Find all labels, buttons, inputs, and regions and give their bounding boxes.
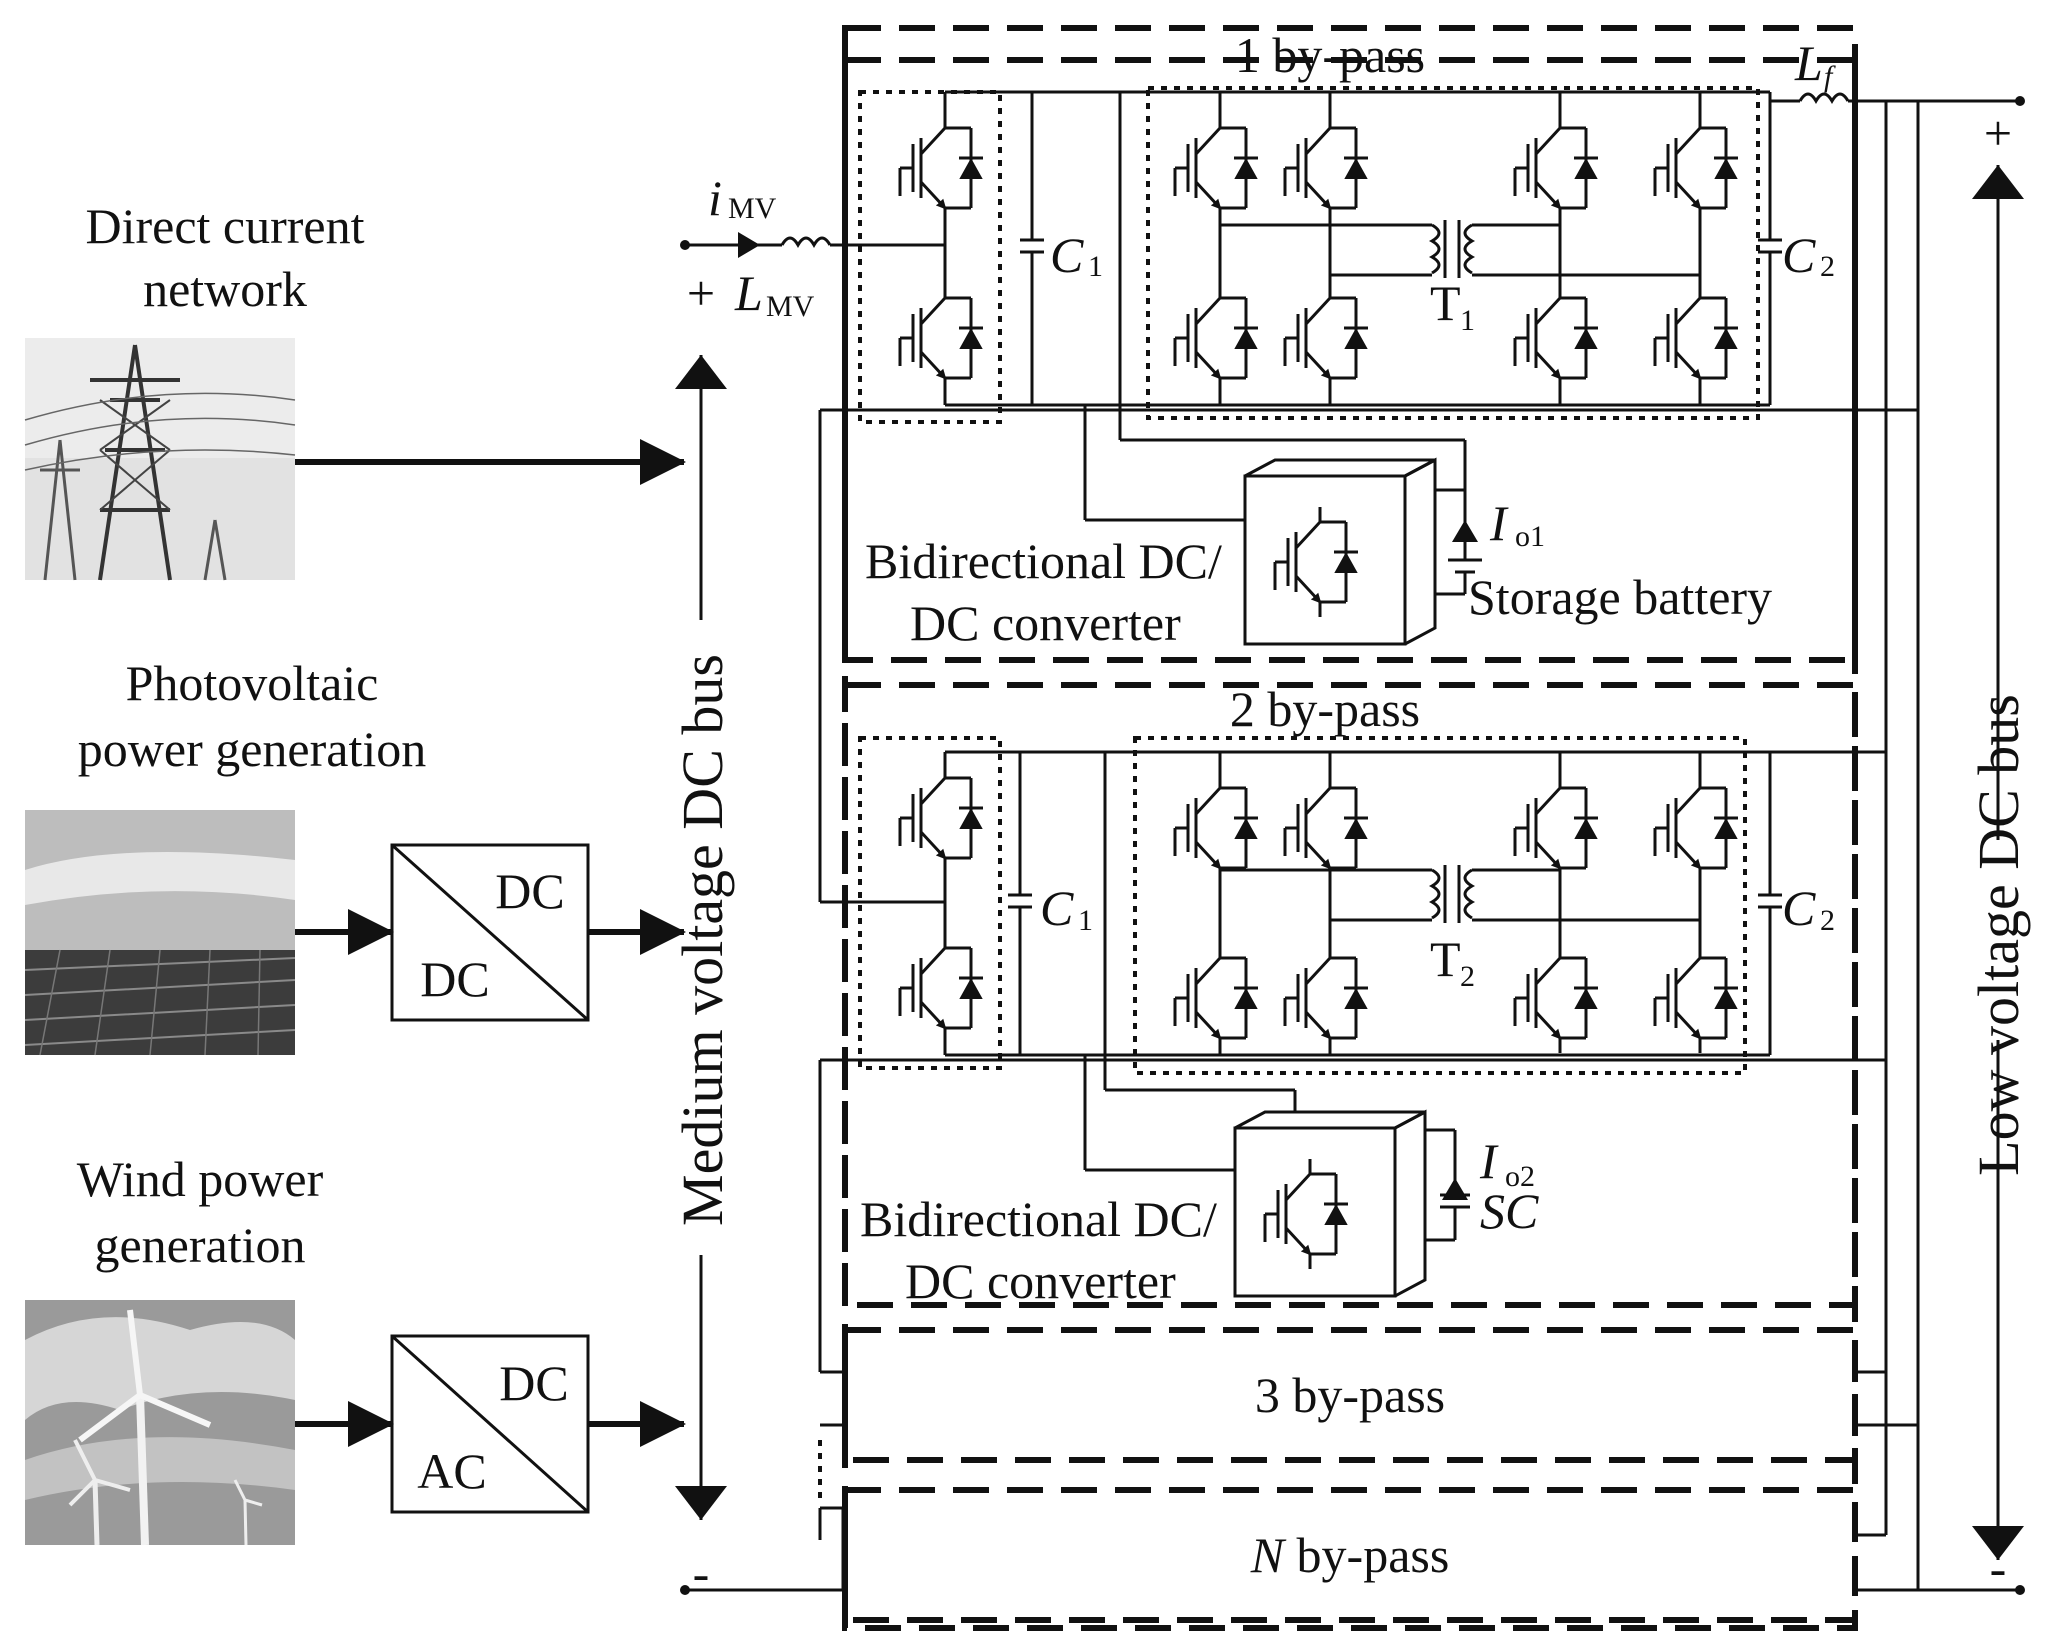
module-n: N by-pass — [818, 1487, 1886, 1623]
module-n-title-n: N — [1250, 1527, 1287, 1583]
pv-label-2: power generation — [78, 721, 426, 777]
mv-plus: + — [687, 265, 715, 321]
pv-panel-photo — [24, 810, 296, 1056]
pv-label-1: Photovoltaic — [126, 655, 379, 711]
l-mv-sub: MV — [766, 290, 815, 323]
m2-c1: C — [1040, 880, 1074, 936]
pv-conv-top: DC — [495, 863, 564, 919]
l-mv-symbol: L — [734, 265, 763, 321]
medium-voltage-bus: Medium voltage DC bus + - — [670, 265, 735, 1601]
wind-conv-top: DC — [499, 1355, 568, 1411]
m1-c2-sub: 2 — [1820, 250, 1835, 283]
module-1-frame — [842, 57, 1858, 663]
module-3: 3 by-pass — [818, 1327, 1918, 1500]
module-3-frame — [842, 1327, 1858, 1463]
module-2: 2 by-pass C 1 T 2 — [818, 681, 1886, 1374]
lv-minus: - — [1990, 1540, 2007, 1596]
module-n-frame — [842, 1487, 1858, 1623]
m2-t2: T — [1430, 931, 1461, 987]
dc-network-label-1: Direct current — [85, 198, 364, 254]
m2-c2-sub: 2 — [1820, 904, 1835, 937]
m2-c1-sub: 1 — [1078, 904, 1093, 937]
m2-io: I — [1479, 1133, 1499, 1189]
m1-bidir-line2: DC converter — [910, 595, 1181, 651]
i-mv-symbol: i — [708, 170, 722, 226]
m1-t1-sub: 1 — [1460, 304, 1475, 337]
m2-io-sub: o2 — [1505, 1160, 1535, 1193]
module-n-title-rest: by-pass — [1284, 1527, 1449, 1583]
wind-acdc-converter: DC AC — [390, 1334, 590, 1514]
module-1: 1 by-pass C 1 — [818, 27, 1918, 904]
pv-conv-bottom: DC — [420, 951, 489, 1007]
m2-t2-sub: 2 — [1460, 960, 1475, 993]
low-voltage-bus: Low voltage DC bus + - L f — [1770, 35, 2031, 1596]
mv-minus: - — [693, 1545, 710, 1601]
wind-label-1: Wind power — [77, 1151, 324, 1207]
m1-c1-sub: 1 — [1088, 250, 1103, 283]
medium-voltage-bus-label: Medium voltage DC bus — [670, 654, 735, 1226]
m1-bidir-line1: Bidirectional DC/ — [865, 533, 1222, 589]
m2-bidir-line2: DC converter — [905, 1253, 1176, 1309]
pv-dcdc-converter: DC DC — [390, 843, 590, 1022]
storage-battery-label: Storage battery — [1468, 569, 1772, 625]
wind-source: Wind power generation DC AC — [25, 1151, 686, 1546]
m1-bidirectional-converter — [1243, 457, 1437, 646]
wind-label-2: generation — [94, 1217, 305, 1273]
dc-network-label-2: network — [143, 261, 307, 317]
m1-t1: T — [1430, 275, 1461, 331]
module-1-title: 1 by-pass — [1235, 27, 1425, 83]
sc-label: SC — [1480, 1183, 1539, 1239]
m2-c2: C — [1782, 880, 1816, 936]
dc-network-source: Direct current network — [24, 198, 686, 581]
module-n-title: N by-pass — [1250, 1527, 1450, 1583]
m2-bidirectional-converter — [1233, 1109, 1427, 1298]
wind-turbine-photo — [25, 1300, 295, 1546]
transmission-tower-photo — [24, 338, 296, 581]
m1-io: I — [1489, 495, 1509, 551]
module-2-frame — [842, 682, 1858, 1308]
lv-plus: + — [1984, 105, 2012, 161]
m1-c2: C — [1782, 227, 1816, 283]
m1-c1: C — [1050, 227, 1084, 283]
wind-conv-bottom: AC — [417, 1443, 486, 1499]
lf-sub: f — [1824, 60, 1836, 93]
m2-bidir-line1: Bidirectional DC/ — [860, 1191, 1217, 1247]
module-2-title: 2 by-pass — [1230, 681, 1420, 737]
m1-io-sub: o1 — [1515, 520, 1545, 553]
mv-input: i MV L MV — [680, 170, 946, 1595]
low-voltage-bus-label: Low voltage DC bus — [1966, 694, 2031, 1176]
pv-source: Photovoltaic power generation DC DC — [24, 655, 686, 1056]
i-mv-sub: MV — [728, 192, 777, 225]
module-3-title: 3 by-pass — [1255, 1367, 1445, 1423]
